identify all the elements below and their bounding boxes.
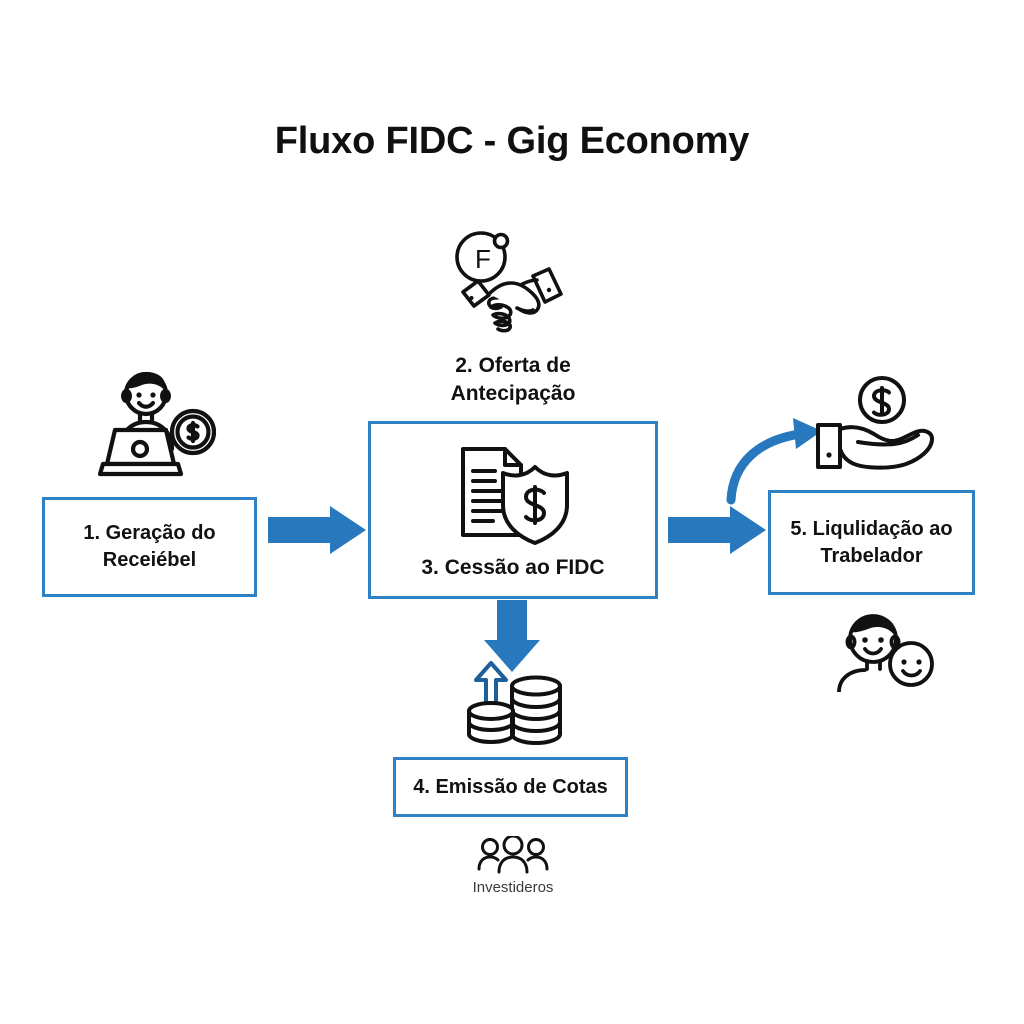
page-title: Fluxo FIDC - Gig Economy xyxy=(274,120,750,162)
investors-caption: Investideros xyxy=(472,879,554,896)
coin-stacks-up-arrow-icon xyxy=(462,660,567,748)
node-label-step-4: 4. Emissão de Cotas xyxy=(413,775,608,798)
two-smiling-people-icon xyxy=(833,612,935,692)
handshake-fidc-icon: F xyxy=(445,228,575,333)
arrow-step3-to-step5 xyxy=(668,506,766,554)
document-shield-dollar-icon xyxy=(445,443,575,548)
arrow-step1-to-step3 xyxy=(268,506,366,554)
hand-receiving-coin-icon xyxy=(812,375,942,475)
arrow-step3-to-hand-icon xyxy=(726,418,822,505)
node-label-step-2: 2. Oferta de Antecipação xyxy=(450,354,576,405)
node-box-step-1[interactable]: 1. Geração do Receiébel xyxy=(42,497,257,597)
node-box-step-4[interactable]: 4. Emissão de Cotas xyxy=(393,757,628,817)
gig-worker-laptop-coin-icon xyxy=(98,364,218,479)
group-of-people-icon xyxy=(477,836,549,876)
node-box-step-5[interactable]: 5. Liqulidação ao Trabelador xyxy=(768,490,975,595)
node-label-step-1: 1. Geração do Receiébel xyxy=(83,522,216,571)
node-label-step-3: 3. Cessão ao FIDC xyxy=(421,555,605,579)
svg-text:F: F xyxy=(475,244,491,274)
node-label-step-5: 5. Liqulidação ao Trabelador xyxy=(790,517,953,567)
